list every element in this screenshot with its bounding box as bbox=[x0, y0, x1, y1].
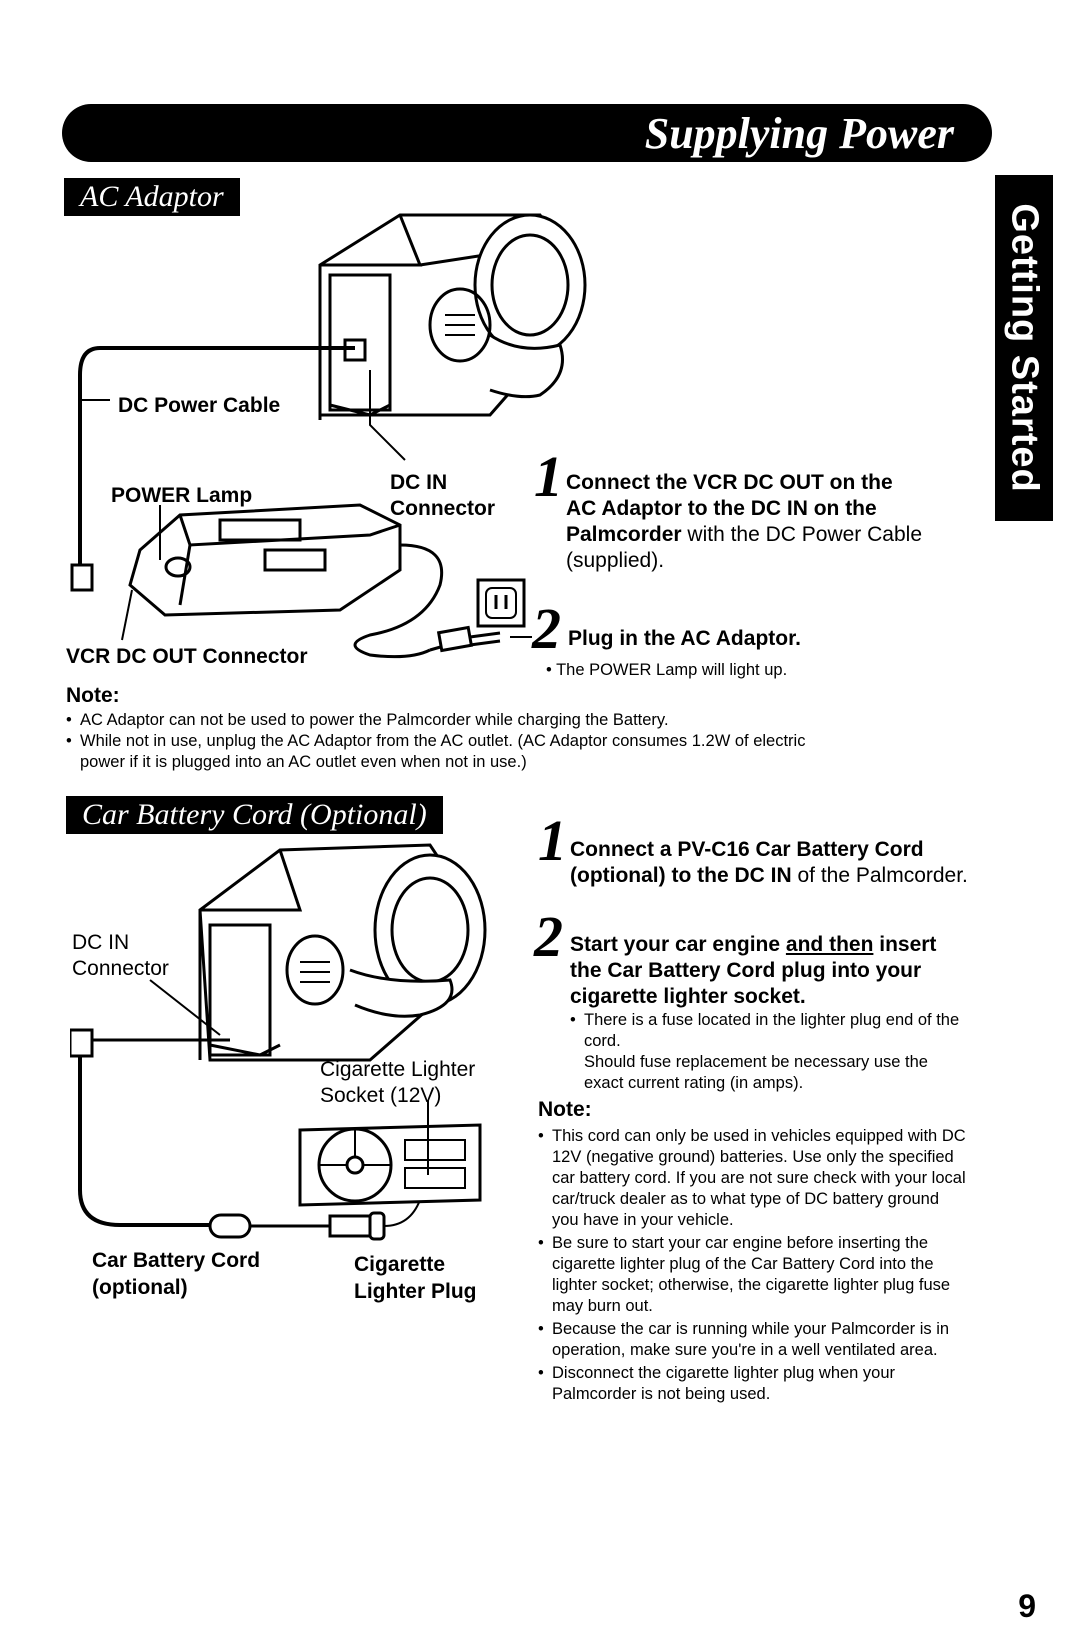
car-battery-cord bbox=[78, 1056, 210, 1227]
page-title: Supplying Power bbox=[644, 109, 954, 158]
dashboard-drawing bbox=[298, 1123, 482, 1207]
car-step1-bold: Connect a PV-C16 Car Battery Cord (optio… bbox=[570, 838, 924, 887]
dc-power-cable bbox=[78, 346, 355, 565]
car-dc-in-label-line1: DC IN bbox=[72, 931, 130, 954]
car-dc-in-label-line2: Connector bbox=[72, 957, 169, 980]
ac-adaptor-heading: AC Adaptor bbox=[64, 178, 240, 216]
ac-step2-bold: Plug in the AC Adaptor. bbox=[568, 627, 801, 650]
camcorder-drawing bbox=[318, 213, 587, 420]
car-step1-normal: of the Palmcorder. bbox=[791, 864, 968, 887]
car-cord-label-line1: Car Battery Cord bbox=[92, 1249, 261, 1272]
socket-label-line1: Cigarette Lighter bbox=[320, 1058, 476, 1081]
car-step2-bullet: There is a fuse located in the lighter p… bbox=[570, 1010, 960, 1052]
car-step1-number: 1 bbox=[538, 808, 567, 873]
dc-power-cable-label: DC Power Cable bbox=[118, 393, 281, 419]
ac-adaptor-illustration bbox=[70, 213, 587, 659]
plug-label-line2: Lighter Plug bbox=[354, 1280, 477, 1303]
car-note-item: Disconnect the cigarette lighter plug wh… bbox=[538, 1363, 968, 1405]
ac-note-item: AC Adaptor can not be used to power the … bbox=[66, 710, 846, 731]
ac-step1-number: 1 bbox=[534, 444, 563, 509]
vcr-dc-out-label: VCR DC OUT Connector bbox=[66, 645, 308, 668]
car-note-heading: Note: bbox=[538, 1098, 592, 1121]
car-step1-text: Connect a PV-C16 Car Battery Cord (optio… bbox=[570, 837, 970, 889]
dc-in-label-line1: DC IN bbox=[390, 471, 448, 494]
car-cord-label-line2: (optional) bbox=[92, 1276, 188, 1299]
car-step2-text: Start your car engine and then insert th… bbox=[570, 932, 970, 1010]
car-notes-list: This cord can only be used in vehicles e… bbox=[538, 1126, 968, 1405]
car-step2-bullet: Should fuse replacement be necessary use… bbox=[584, 1053, 928, 1092]
ac-step1-bold: Connect the VCR DC OUT on the AC Adaptor… bbox=[566, 471, 893, 546]
car-battery-illustration bbox=[70, 843, 487, 1241]
car-step2-bold-b: insert the Car Battery Cord plug into yo… bbox=[570, 933, 937, 1008]
section-tab: Getting Started bbox=[995, 175, 1053, 521]
ac-step2-bullet-text: The POWER Lamp will light up. bbox=[556, 661, 788, 679]
lighter-plug-drawing bbox=[328, 1214, 372, 1238]
page-number: 9 bbox=[1018, 1588, 1036, 1624]
section-tab-label: Getting Started bbox=[1003, 203, 1046, 493]
car-step2-underline: and then bbox=[785, 933, 874, 956]
car-battery-heading: Car Battery Cord (Optional) bbox=[66, 796, 443, 834]
dc-in-label-line2: Connector bbox=[390, 497, 495, 520]
wall-outlet-icon bbox=[476, 578, 526, 628]
title-banner: Supplying Power bbox=[62, 104, 992, 162]
ac-note-heading: Note: bbox=[66, 684, 120, 707]
fuse-drawing bbox=[208, 1213, 252, 1239]
ac-cord bbox=[353, 543, 443, 659]
plug-label-line1: Cigarette bbox=[354, 1253, 446, 1276]
ac-adaptor-drawing bbox=[128, 503, 402, 617]
car-note-item: Be sure to start your car engine before … bbox=[538, 1233, 968, 1317]
car-step2-bold-a: Start your car engine bbox=[570, 933, 786, 956]
ac-notes-list: AC Adaptor can not be used to power the … bbox=[66, 710, 846, 773]
car-note-item: This cord can only be used in vehicles e… bbox=[538, 1126, 968, 1231]
power-lamp-label: POWER Lamp bbox=[111, 484, 253, 507]
car-note-item: Because the car is running while your Pa… bbox=[538, 1319, 968, 1361]
socket-label-line2: Socket (12V) bbox=[320, 1084, 442, 1107]
ac-step2-text: Plug in the AC Adaptor. bbox=[568, 626, 801, 652]
car-step2-bullets: There is a fuse located in the lighter p… bbox=[570, 1010, 960, 1094]
ac-step1-text: Connect the VCR DC OUT on the AC Adaptor… bbox=[566, 470, 926, 574]
ac-step2-number: 2 bbox=[532, 596, 561, 661]
ac-step2-bullet: • The POWER Lamp will light up. bbox=[546, 661, 788, 679]
ac-step1-normal: with the DC Power Cable (supplied). bbox=[566, 523, 922, 572]
car-step2-number: 2 bbox=[534, 904, 563, 969]
camcorder-drawing-2 bbox=[198, 843, 487, 1062]
ac-note-item: While not in use, unplug the AC Adaptor … bbox=[66, 731, 846, 773]
